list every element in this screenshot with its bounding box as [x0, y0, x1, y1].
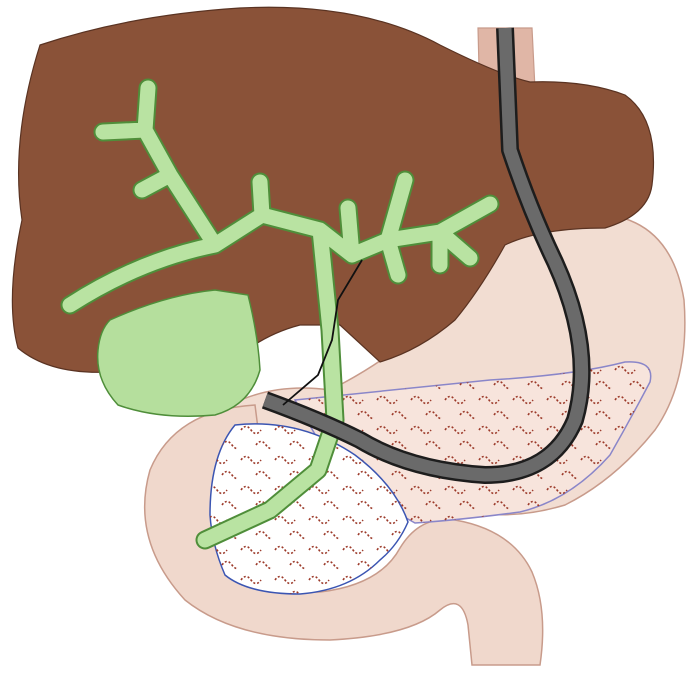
ercp-diagram [0, 0, 689, 678]
anatomy-illustration [0, 0, 689, 678]
